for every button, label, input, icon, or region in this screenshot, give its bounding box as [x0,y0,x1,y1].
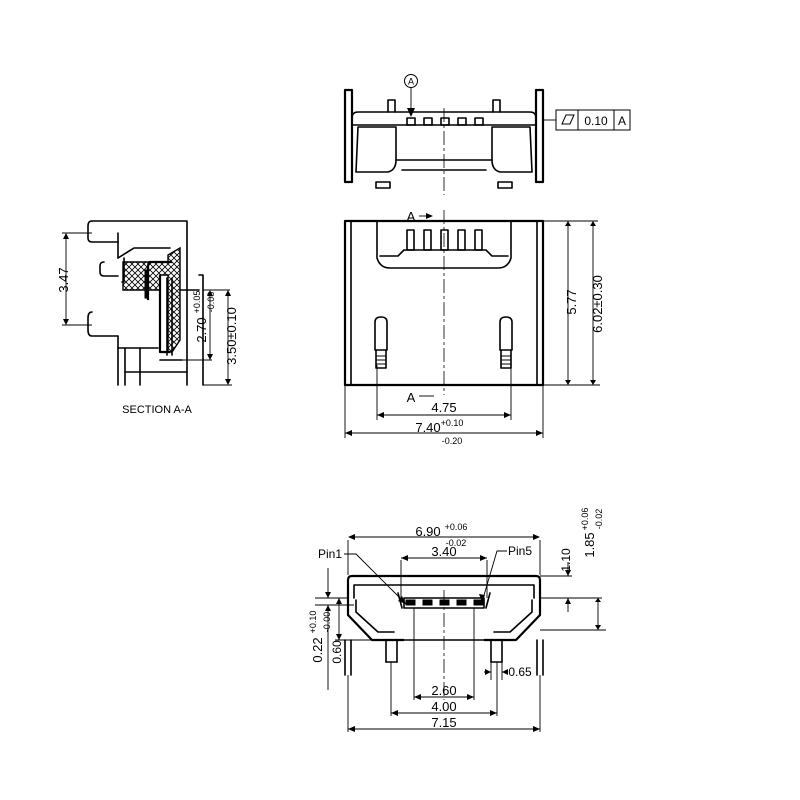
dim-2-70: 2.70 +0.05 -0.08 [192,291,216,343]
dim-0-60: 0.60 [330,640,344,664]
svg-text:+0.06: +0.06 [580,508,590,531]
svg-text:7.40: 7.40 [415,420,440,435]
dim-7-40: 7.40 +0.10 -0.20 [415,418,463,446]
front-view: A A 5.77 6.02±0.30 4.75 7.40 +0.10 -0.20 [343,209,605,446]
svg-text:+0.06: +0.06 [445,522,468,532]
section-marker-top: A [407,209,433,224]
dim-7-15: 7.15 [431,715,456,730]
svg-text:A: A [407,390,416,405]
svg-text:A: A [408,77,414,87]
bottom-view: Pin1 Pin5 6.90 +0.06 -0.02 3.40 1.10 1.8… [308,508,606,732]
svg-text:1.85: 1.85 [582,532,597,557]
dim-6-02: 6.02±0.30 [590,275,605,333]
datum-a-marker: A [404,74,418,117]
dim-2-60: 2.60 [431,683,456,698]
dim-3-50: 3.50±0.10 [224,307,239,365]
dim-1-85: 1.85 +0.06 -0.02 [580,508,604,558]
dim-4-75: 4.75 [431,400,456,415]
svg-text:-0.20: -0.20 [442,436,463,446]
svg-text:0.10: 0.10 [584,114,608,128]
svg-text:Pin1: Pin1 [318,547,342,561]
top-view: A 0.10 A [343,74,631,195]
section-a-a-view: 3.47 2.70 +0.05 -0.08 3.50±0.10 SECTION … [56,220,239,416]
dim-6-90: 6.90 +0.06 -0.02 [415,522,467,548]
svg-text:-0.08: -0.08 [206,292,216,313]
section-title: SECTION A-A [122,404,192,416]
svg-text:+0.10: +0.10 [308,611,318,634]
svg-text:A: A [407,209,416,224]
svg-text:6.90: 6.90 [415,524,440,539]
dim-3-47: 3.47 [56,267,71,292]
dim-0-22: 0.22 +0.10 -0.00 [308,611,332,663]
svg-text:0.22: 0.22 [310,637,325,662]
flatness-callout: 0.10 A [543,109,631,131]
svg-text:Pin5: Pin5 [508,544,532,558]
svg-text:A: A [618,114,626,128]
svg-text:+0.10: +0.10 [441,418,464,428]
svg-text:+0.05: +0.05 [192,291,202,314]
left-peg [374,316,388,369]
right-peg [499,316,513,369]
flatness-icon [561,114,575,125]
section-marker-bottom: A [407,390,434,405]
dim-1-10: 1.10 [559,548,573,572]
dim-5-77: 5.77 [564,289,579,314]
svg-text:-0.02: -0.02 [446,538,467,548]
svg-text:-0.02: -0.02 [594,509,604,530]
svg-text:-0.00: -0.00 [322,612,332,633]
dim-0-65: 0.65 [508,665,532,679]
svg-text:2.70: 2.70 [194,317,209,342]
dim-4-00: 4.00 [431,699,456,714]
dim-3-40: 3.40 [431,544,456,559]
